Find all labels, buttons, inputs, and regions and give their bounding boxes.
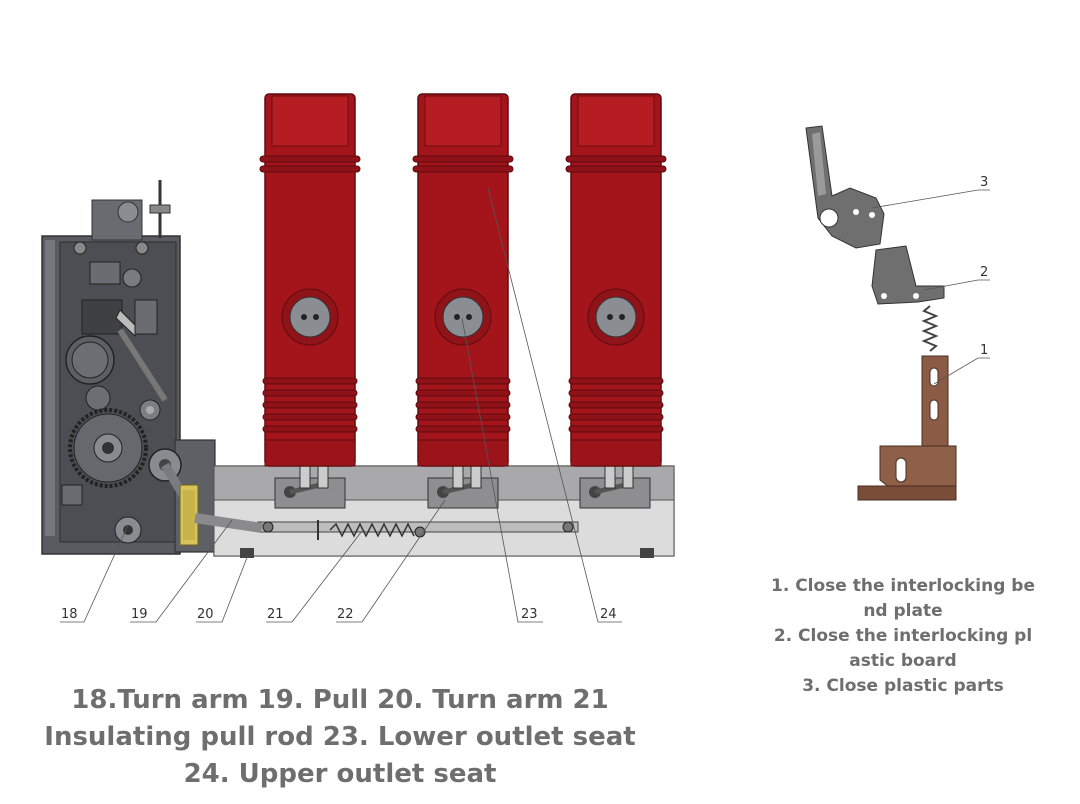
interlock-caption-line-4: astic board — [849, 651, 957, 671]
interlock-plastic-board — [871, 245, 945, 352]
base-frame — [194, 465, 675, 558]
side-callout-labels: 3 2 1 — [980, 175, 988, 358]
interlock-caption-line-2: nd plate — [863, 601, 943, 621]
callout-1: 1 — [980, 343, 988, 358]
interlock-caption-line-3: 2. Close the interlocking pl — [773, 626, 1033, 646]
pole-2 — [412, 93, 514, 467]
main-caption-line-1: 18.Turn arm 19. Pull 20. Turn arm 21 — [71, 685, 609, 715]
interlock-caption-line-1: 1. Close the interlocking be — [770, 576, 1035, 596]
callout-19: 19 — [131, 607, 148, 622]
callout-24: 24 — [600, 607, 617, 622]
callout-18: 18 — [61, 607, 78, 622]
pole-3 — [565, 93, 667, 467]
main-caption: 18.Turn arm 19. Pull 20. Turn arm 21 Ins… — [40, 682, 640, 793]
main-callout-labels: 18 19 20 21 22 23 24 — [61, 607, 617, 622]
interlock-plastic-part — [805, 125, 885, 249]
callout-2: 2 — [980, 265, 988, 280]
callout-22: 22 — [337, 607, 354, 622]
operating-mechanism — [41, 180, 216, 555]
main-leader-lines — [60, 187, 622, 623]
side-leader-lines — [871, 189, 990, 385]
callout-21: 21 — [267, 607, 284, 622]
interlock-bend-plate — [857, 355, 957, 501]
main-caption-line-2: Insulating pull rod 23. Lower outlet sea… — [44, 722, 636, 752]
pole-1 — [259, 93, 361, 467]
main-caption-line-3: 24. Upper outlet seat — [183, 759, 497, 789]
interlock-caption-line-5: 3. Close plastic parts — [802, 676, 1004, 696]
interlock-caption: 1. Close the interlocking be nd plate 2.… — [758, 574, 1048, 699]
callout-20: 20 — [197, 607, 214, 622]
callout-3: 3 — [980, 175, 988, 190]
callout-23: 23 — [521, 607, 538, 622]
